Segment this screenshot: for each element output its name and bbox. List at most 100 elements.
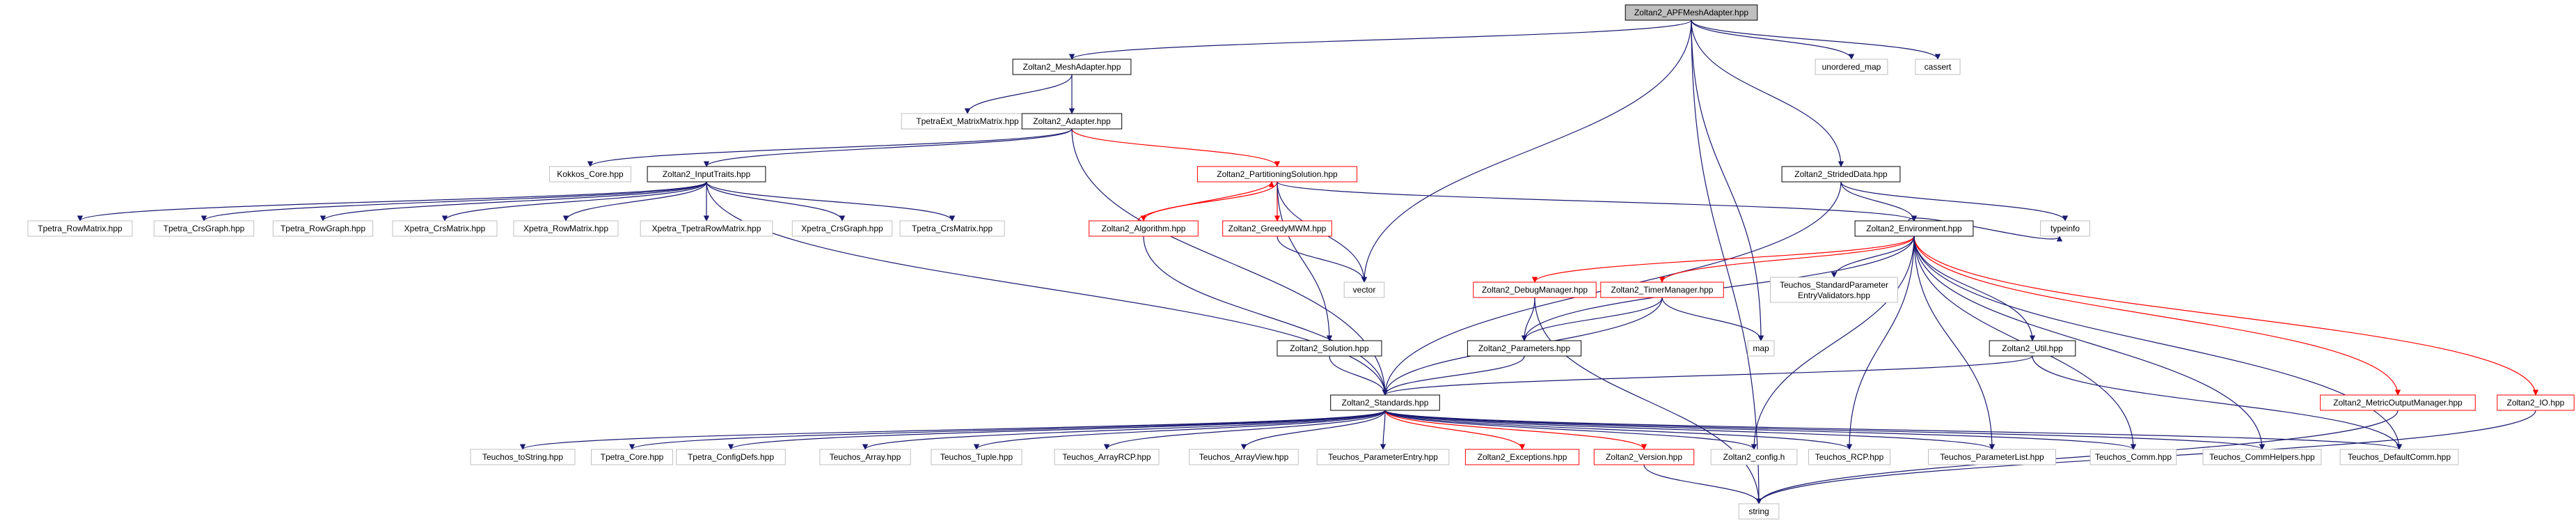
node-teuchos-arrayview[interactable]: Teuchos_ArrayView.hpp bbox=[1189, 449, 1299, 465]
node-kokkos-core[interactable]: Kokkos_Core.hpp bbox=[549, 166, 631, 183]
node-label: Xpetra_TpetraRowMatrix.hpp bbox=[652, 224, 761, 233]
edge-standards-to-exceptions bbox=[1384, 410, 1526, 450]
edge-adapter-to-kokkos-core bbox=[587, 128, 1073, 167]
edge-root-to-map bbox=[1691, 20, 1764, 341]
edge-standards-to-config-h bbox=[1384, 410, 1757, 450]
node-box bbox=[1915, 59, 1961, 75]
node-teuchos-comm[interactable]: Teuchos_Comm.hpp bbox=[2089, 449, 2177, 465]
node-strided-data[interactable]: Zoltan2_StridedData.hpp bbox=[1781, 166, 1901, 183]
node-box bbox=[1747, 340, 1775, 357]
node-greedy-mwm[interactable]: Zoltan2_GreedyMWM.hpp bbox=[1222, 220, 1332, 237]
edge-environment-to-metric-output-manager bbox=[1913, 235, 2401, 396]
node-mesh-adapter[interactable]: Zoltan2_MeshAdapter.hpp bbox=[1012, 59, 1132, 75]
node-label: Tpetra_Core.hpp bbox=[601, 452, 664, 462]
node-xpetra-rowmatrix[interactable]: Xpetra_RowMatrix.hpp bbox=[513, 220, 619, 237]
node-adapter[interactable]: Zoltan2_Adapter.hpp bbox=[1021, 113, 1123, 130]
node-teuchos-spev[interactable]: Teuchos_StandardParameterEntryValidators… bbox=[1770, 277, 1898, 303]
node-label: Zoltan2_Solution.hpp bbox=[1290, 343, 1369, 353]
node-tpetra-rowmatrix[interactable]: Tpetra_RowMatrix.hpp bbox=[27, 220, 133, 237]
node-label: Tpetra_ConfigDefs.hpp bbox=[688, 452, 774, 462]
node-tpetra-crsmatrix[interactable]: Tpetra_CrsMatrix.hpp bbox=[899, 220, 1005, 237]
edge-root-to-string bbox=[1691, 20, 1762, 504]
node-box bbox=[1781, 166, 1901, 183]
node-label: Teuchos_RCP.hpp bbox=[1815, 452, 1884, 462]
node-teuchos-commhelpers[interactable]: Teuchos_CommHelpers.hpp bbox=[2202, 449, 2322, 465]
node-box bbox=[1770, 277, 1898, 303]
node-teuchos-tostring[interactable]: Teuchos_toString.hpp bbox=[470, 449, 576, 465]
node-exceptions[interactable]: Zoltan2_Exceptions.hpp bbox=[1464, 449, 1580, 465]
node-solution[interactable]: Zoltan2_Solution.hpp bbox=[1277, 340, 1382, 357]
edge-algorithm-to-partitioning-solution bbox=[1137, 181, 1275, 222]
node-metric-output-manager[interactable]: Zoltan2_MetricOutputManager.hpp bbox=[2320, 394, 2476, 411]
node-teuchos-arrayrcp[interactable]: Teuchos_ArrayRCP.hpp bbox=[1054, 449, 1160, 465]
file-nodes: Zoltan2_APFMeshAdapter.hppZoltan2_MeshAd… bbox=[27, 4, 2575, 520]
node-label: map bbox=[1753, 343, 1769, 353]
node-teuchos-rcp[interactable]: Teuchos_RCP.hpp bbox=[1808, 449, 1890, 465]
node-tpetra-crsgraph[interactable]: Tpetra_CrsGraph.hpp bbox=[153, 220, 255, 237]
node-algorithm[interactable]: Zoltan2_Algorithm.hpp bbox=[1089, 220, 1199, 237]
edge-input-traits-to-xpetra-crsgraph bbox=[706, 181, 846, 222]
node-util[interactable]: Zoltan2_Util.hpp bbox=[1989, 340, 2076, 357]
node-teuchos-tuple[interactable]: Teuchos_Tuple.hpp bbox=[931, 449, 1022, 465]
node-label: Zoltan2_TimerManager.hpp bbox=[1611, 285, 1714, 295]
node-teuchos-parameterentry[interactable]: Teuchos_ParameterEntry.hpp bbox=[1316, 449, 1450, 465]
node-label: Tpetra_RowMatrix.hpp bbox=[38, 224, 123, 233]
node-timer-manager[interactable]: Zoltan2_TimerManager.hpp bbox=[1600, 281, 1724, 298]
edge-input-traits-to-xpetra-crsmatrix bbox=[441, 181, 707, 222]
edge-standards-to-teuchos-array bbox=[862, 410, 1386, 450]
node-map[interactable]: map bbox=[1747, 340, 1775, 357]
node-tpetra-core[interactable]: Tpetra_Core.hpp bbox=[591, 449, 673, 465]
node-label: TpetraExt_MatrixMatrix.hpp bbox=[916, 116, 1019, 126]
node-teuchos-defaultcomm[interactable]: Teuchos_DefaultComm.hpp bbox=[2339, 449, 2459, 465]
edge-standards-to-version bbox=[1384, 410, 1647, 450]
node-tpetra-rowgraph[interactable]: Tpetra_RowGraph.hpp bbox=[272, 220, 374, 237]
edge-root-to-unordered-map bbox=[1691, 20, 1855, 60]
node-typeinfo[interactable]: typeinfo bbox=[2040, 220, 2090, 237]
node-xpetra-crsmatrix[interactable]: Xpetra_CrsMatrix.hpp bbox=[392, 220, 498, 237]
node-config-h[interactable]: Zoltan2_config.h bbox=[1710, 449, 1798, 465]
node-label: Xpetra_CrsMatrix.hpp bbox=[404, 224, 486, 233]
node-version[interactable]: Zoltan2_Version.hpp bbox=[1593, 449, 1695, 465]
node-box bbox=[1467, 340, 1582, 357]
node-string[interactable]: string bbox=[1738, 503, 1780, 520]
node-xpetra-tpetrarowmatrix[interactable]: Xpetra_TpetraRowMatrix.hpp bbox=[640, 220, 773, 237]
node-label: Zoltan2_InputTraits.hpp bbox=[663, 169, 751, 179]
node-label: Tpetra_CrsMatrix.hpp bbox=[912, 224, 993, 233]
node-io[interactable]: Zoltan2_IO.hpp bbox=[2497, 394, 2575, 411]
node-box bbox=[1989, 340, 2076, 357]
node-label: cassert bbox=[1925, 62, 1952, 72]
node-box bbox=[272, 220, 374, 237]
node-box bbox=[392, 220, 498, 237]
node-box bbox=[1316, 449, 1450, 465]
edge-standards-to-teuchos-rcp bbox=[1384, 410, 1853, 450]
node-box bbox=[647, 166, 766, 183]
node-box bbox=[1196, 166, 1358, 183]
node-box bbox=[591, 449, 673, 465]
node-partitioning-solution[interactable]: Zoltan2_PartitioningSolution.hpp bbox=[1196, 166, 1358, 183]
edge-input-traits-to-tpetra-crsmatrix bbox=[706, 181, 956, 222]
node-standards[interactable]: Zoltan2_Standards.hpp bbox=[1330, 394, 1440, 411]
edge-debug-manager-to-string bbox=[1534, 297, 1762, 504]
node-xpetra-crsgraph[interactable]: Xpetra_CrsGraph.hpp bbox=[791, 220, 893, 237]
node-tpetraext[interactable]: TpetraExt_MatrixMatrix.hpp bbox=[901, 113, 1034, 130]
node-teuchos-parameterlist[interactable]: Teuchos_ParameterList.hpp bbox=[1928, 449, 2056, 465]
node-label: Teuchos_ParameterEntry.hpp bbox=[1328, 452, 1438, 462]
node-environment[interactable]: Zoltan2_Environment.hpp bbox=[1854, 220, 1974, 237]
node-vector[interactable]: vector bbox=[1343, 281, 1385, 298]
node-teuchos-array[interactable]: Teuchos_Array.hpp bbox=[819, 449, 911, 465]
node-box bbox=[1189, 449, 1299, 465]
node-label: Xpetra_CrsGraph.hpp bbox=[801, 224, 883, 233]
edge-standards-to-teuchos-tuple bbox=[973, 410, 1386, 450]
node-cassert[interactable]: cassert bbox=[1915, 59, 1961, 75]
node-debug-manager[interactable]: Zoltan2_DebugManager.hpp bbox=[1473, 281, 1597, 298]
node-root[interactable]: Zoltan2_APFMeshAdapter.hpp bbox=[1625, 4, 1758, 21]
node-input-traits[interactable]: Zoltan2_InputTraits.hpp bbox=[647, 166, 766, 183]
node-tpetra-configdefs[interactable]: Tpetra_ConfigDefs.hpp bbox=[676, 449, 786, 465]
node-parameters[interactable]: Zoltan2_Parameters.hpp bbox=[1467, 340, 1582, 357]
node-unordered-map[interactable]: unordered_map bbox=[1815, 59, 1888, 75]
edge-environment-to-teuchos-rcp bbox=[1846, 235, 1915, 450]
node-box bbox=[1054, 449, 1160, 465]
edge-environment-to-debug-manager bbox=[1531, 235, 1915, 283]
node-label: Teuchos_toString.hpp bbox=[482, 452, 563, 462]
node-box bbox=[1815, 59, 1888, 75]
